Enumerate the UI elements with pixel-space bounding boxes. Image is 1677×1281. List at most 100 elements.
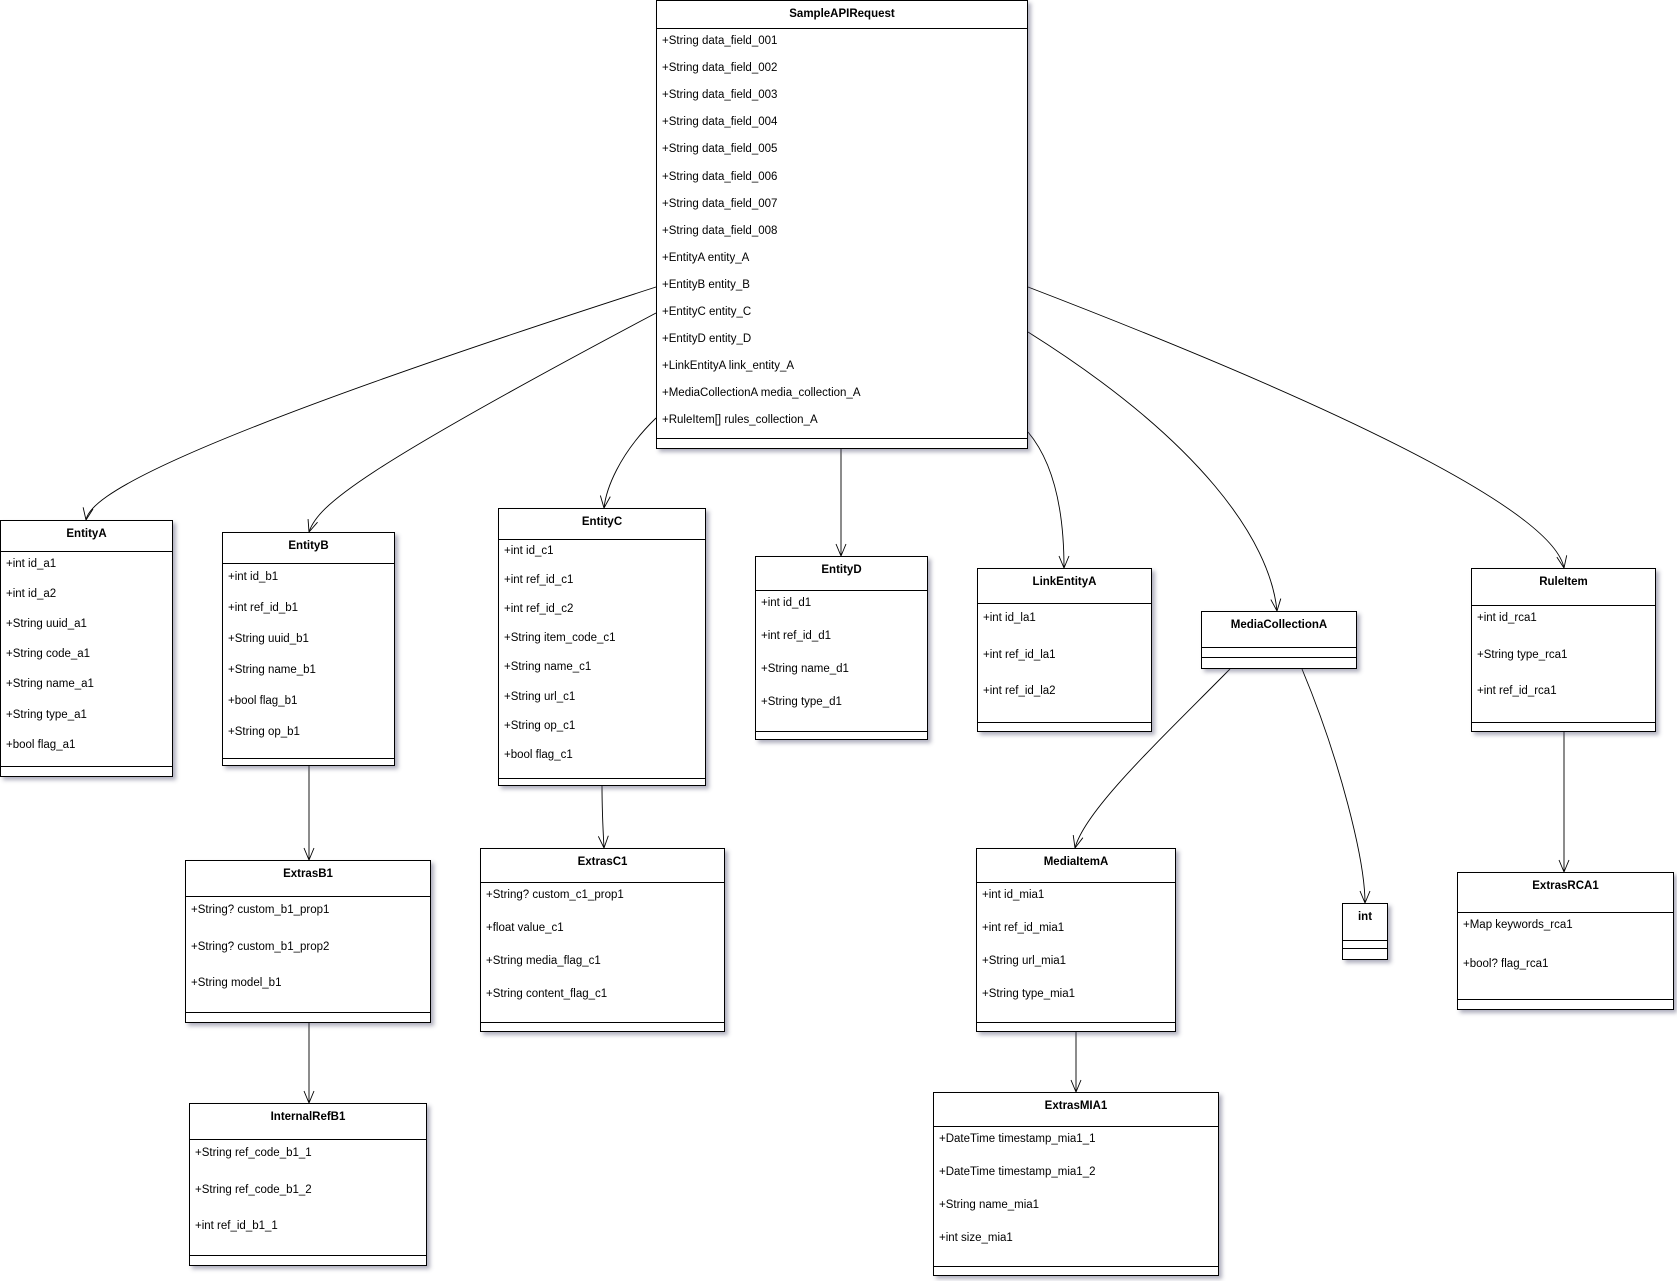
class-name: EntityB	[223, 533, 394, 564]
attribute: +String content_flag_c1	[486, 988, 608, 1000]
attribute: +String? custom_b1_prop1	[191, 904, 330, 916]
class-name: ExtrasRCA1	[1458, 873, 1673, 913]
class-extrasrca1[interactable]: ExtrasRCA1+Map keywords_rca1+bool? flag_…	[1457, 872, 1674, 1010]
attribute: +String uuid_a1	[6, 618, 87, 631]
class-entityc[interactable]: EntityC +int id_c1 +int ref_id_c1 +int ref_…	[498, 508, 706, 786]
arrowhead-icon	[1058, 555, 1070, 570]
attribute: +String name_a1	[6, 678, 94, 691]
association-line	[1301, 668, 1366, 904]
attribute: +String data_field_005	[662, 143, 778, 156]
methods-separator	[481, 1022, 724, 1023]
attribute: +LinkEntityA link_entity_A	[662, 360, 795, 373]
class-int[interactable]: int	[1342, 903, 1388, 960]
methods-separator	[223, 758, 394, 759]
association-line	[1027, 286, 1565, 569]
association-line	[308, 312, 657, 533]
attribute: +float value_c1	[486, 922, 564, 934]
class-name: LinkEntityA	[978, 569, 1151, 604]
attribute: +int id_a2	[6, 588, 57, 601]
class-ruleitem[interactable]: RuleItem+int id_rca1+String type_rca1+in…	[1471, 568, 1656, 732]
attribute: +String name_d1	[761, 663, 849, 675]
class-name: MediaCollectionA	[1202, 612, 1356, 648]
attribute: +int id_c1	[504, 545, 554, 557]
class-extrasb1[interactable]: ExtrasB1+String? custom_b1_prop1+String?…	[185, 860, 431, 1023]
attribute: +String data_field_002	[662, 62, 778, 75]
association-line	[603, 417, 657, 509]
attribute: +int id_la1	[983, 612, 1036, 624]
class-entityd[interactable]: EntityD+int id_d1+int ref_id_d1+String n…	[755, 556, 928, 740]
attribute: +String ref_code_b1_2	[195, 1183, 312, 1196]
attribute: +bool flag_a1	[6, 738, 76, 751]
attribute: +String url_c1	[504, 690, 576, 703]
attribute: +int ref_id_rca1	[1477, 685, 1557, 697]
attribute: +String data_field_001	[662, 35, 778, 47]
arrowhead-icon	[835, 543, 847, 558]
arrowhead-icon	[1070, 1079, 1082, 1094]
attribute: +bool flag_c1	[504, 748, 573, 761]
association-line	[601, 785, 605, 849]
class-name: ExtrasMIA1	[934, 1093, 1218, 1127]
attribute: +String? custom_b1_prop2	[191, 940, 330, 953]
attribute: +String item_code_c1	[504, 632, 616, 645]
class-sampleapirequest[interactable]: SampleAPIRequest+String data_field_001+S…	[656, 0, 1028, 449]
attribute: +int ref_id_c1	[504, 574, 574, 587]
attribute: +String data_field_008	[662, 224, 778, 237]
methods-separator	[186, 1012, 430, 1013]
methods-separator	[1202, 657, 1356, 658]
attribute: +EntityD entity_D	[662, 333, 752, 346]
attribute: +DateTime timestamp_mia1_1	[939, 1133, 1096, 1145]
attribute: +String op_c1	[504, 719, 576, 732]
attribute: +String data_field_007	[662, 197, 778, 210]
attribute: +EntityC entity_C	[662, 306, 752, 318]
attribute: +int id_d1	[761, 597, 812, 609]
methods-separator	[978, 722, 1151, 723]
class-name: EntityD	[756, 557, 927, 591]
attribute: +String data_field_006	[662, 170, 778, 183]
attribute: +int id_rca1	[1477, 612, 1537, 624]
class-mediacollectiona[interactable]: MediaCollectionA	[1201, 611, 1357, 669]
class-extrasmia1[interactable]: ExtrasMIA1+DateTime timestamp_mia1_1+Dat…	[933, 1092, 1219, 1276]
attribute: +int id_a1	[6, 558, 57, 570]
class-name: EntityC	[499, 509, 705, 540]
attribute: +MediaCollectionA media_collection_A	[662, 387, 861, 400]
class-mediaitema[interactable]: MediaItemA+int id_mia1+int ref_id_mia1+S…	[976, 848, 1176, 1032]
methods-separator	[756, 731, 927, 732]
arrowhead-icon	[597, 835, 609, 850]
arrowhead-icon	[1359, 890, 1371, 905]
attribute: +String op_b1	[228, 726, 300, 738]
class-internalrefb1[interactable]: InternalRefB1+String ref_code_b1_1+Strin…	[189, 1103, 427, 1266]
class-name: int	[1343, 904, 1387, 941]
attribute: +String type_rca1	[1477, 648, 1568, 661]
class-entityb[interactable]: EntityB+int id_b1+int ref_id_b1+String u…	[222, 532, 395, 766]
class-entitya[interactable]: EntityA +int id_a1 +int id_a2 +String uuid_…	[0, 520, 173, 777]
class-name: MediaItemA	[977, 849, 1175, 883]
arrowhead-icon	[303, 1090, 315, 1105]
attribute: +int size_mia1	[939, 1232, 1013, 1244]
arrowhead-icon	[303, 847, 315, 862]
class-extrasc1[interactable]: ExtrasC1+String? custom_c1_prop1+float v…	[480, 848, 725, 1032]
attribute: +String type_mia1	[982, 988, 1076, 1000]
attribute: +String model_b1	[191, 977, 282, 989]
arrowhead-icon	[82, 507, 94, 522]
methods-separator	[499, 778, 705, 779]
class-name: InternalRefB1	[190, 1104, 426, 1140]
arrowhead-icon	[1558, 859, 1570, 874]
methods-separator	[1, 766, 172, 767]
class-name: EntityA	[1, 521, 172, 552]
methods-separator	[934, 1266, 1218, 1267]
methods-separator	[1458, 999, 1673, 1000]
attribute: +int ref_id_la1	[983, 648, 1056, 661]
association-line	[1027, 431, 1065, 569]
attribute: +String name_c1	[504, 661, 592, 674]
attribute: +String data_field_003	[662, 89, 778, 102]
attribute: +int ref_id_c2	[504, 603, 574, 616]
attribute: +String url_mia1	[982, 955, 1067, 967]
attribute: +String name_mia1	[939, 1199, 1040, 1211]
attribute: +String name_b1	[228, 664, 316, 676]
attribute: +String media_flag_c1	[486, 955, 601, 967]
arrowhead-icon	[307, 519, 318, 534]
methods-separator	[190, 1255, 426, 1256]
association-line	[85, 286, 657, 521]
class-linkentitya[interactable]: LinkEntityA+int id_la1+int ref_id_la1+in…	[977, 568, 1152, 732]
attribute: +bool flag_b1	[228, 695, 298, 707]
